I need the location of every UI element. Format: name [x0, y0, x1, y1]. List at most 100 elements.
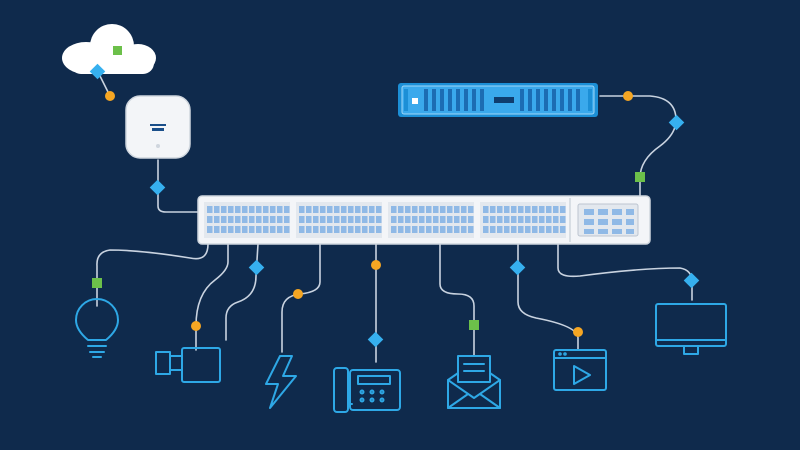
- switch-port: [468, 206, 474, 213]
- switch-port: [214, 206, 220, 213]
- switch-port: [221, 216, 227, 223]
- switch-port: [461, 216, 467, 223]
- switch-port: [532, 206, 538, 213]
- switch-port: [398, 226, 404, 233]
- switch-port: [320, 226, 326, 233]
- light-bulb-icon: [75, 298, 119, 358]
- switch-port: [483, 206, 489, 213]
- switch-port: [249, 216, 255, 223]
- switch-port: [306, 206, 312, 213]
- orange-dot-marker: [105, 91, 115, 101]
- switch-port: [546, 216, 552, 223]
- switch-port: [560, 206, 566, 213]
- switch-port: [334, 226, 340, 233]
- switch-port: [284, 206, 290, 213]
- switch-port: [483, 216, 489, 223]
- switch-port: [355, 216, 361, 223]
- switch-port: [369, 216, 375, 223]
- switch-port: [391, 216, 397, 223]
- switch-port: [525, 226, 531, 233]
- link-ap-switch: [157, 159, 201, 213]
- switch-port: [207, 206, 213, 213]
- monitor-icon: [655, 303, 727, 355]
- switch-port: [221, 206, 227, 213]
- cloud-diamond-marker: [89, 63, 106, 80]
- switch-port: [461, 226, 467, 233]
- switch-port: [242, 226, 248, 233]
- switch-port: [341, 206, 347, 213]
- switch-port: [327, 216, 333, 223]
- switch-port: [511, 216, 517, 223]
- blue-diamond-marker: [149, 179, 166, 196]
- switch-port: [539, 226, 545, 233]
- orange-dot-marker: [293, 289, 303, 299]
- switch-port: [376, 226, 382, 233]
- switch-port: [433, 226, 439, 233]
- video-player-icon: [553, 349, 607, 391]
- switch-port: [440, 226, 446, 233]
- switch-port: [553, 206, 559, 213]
- desk-phone-icon: [333, 367, 401, 413]
- switch-ports: [204, 202, 566, 238]
- switch-port: [405, 206, 411, 213]
- switch-port: [270, 216, 276, 223]
- rack-server: [398, 83, 598, 117]
- wireless-access-point: [125, 95, 191, 159]
- switch-port: [433, 216, 439, 223]
- switch-port: [327, 206, 333, 213]
- switch-port: [447, 216, 453, 223]
- switch-port: [306, 226, 312, 233]
- switch-port: [256, 216, 262, 223]
- switch-port: [249, 226, 255, 233]
- switch-port: [334, 216, 340, 223]
- switch-port: [313, 226, 319, 233]
- link-bolt: [225, 243, 259, 341]
- switch-port: [376, 206, 382, 213]
- switch-port: [504, 216, 510, 223]
- switch-port: [256, 226, 262, 233]
- switch-port: [405, 216, 411, 223]
- orange-dot-marker: [573, 327, 583, 337]
- switch-port: [228, 226, 234, 233]
- switch-port: [454, 226, 460, 233]
- switch-port: [426, 206, 432, 213]
- switch-port: [299, 206, 305, 213]
- switch-port: [426, 226, 432, 233]
- link-envelope: [439, 243, 475, 357]
- switch-port: [369, 226, 375, 233]
- switch-port: [419, 226, 425, 233]
- switch-port: [334, 206, 340, 213]
- switch-port: [263, 206, 269, 213]
- switch-port: [299, 226, 305, 233]
- orange-dot-marker: [623, 91, 633, 101]
- switch-port: [511, 226, 517, 233]
- switch-port: [207, 226, 213, 233]
- switch-port: [263, 226, 269, 233]
- switch-port: [341, 216, 347, 223]
- switch-port: [369, 206, 375, 213]
- link-monitor: [557, 243, 693, 301]
- switch-port: [454, 206, 460, 213]
- lightning-bolt-icon: [265, 355, 297, 409]
- switch-port: [426, 216, 432, 223]
- switch-port: [419, 206, 425, 213]
- switch-port: [362, 226, 368, 233]
- green-square-marker: [469, 320, 479, 330]
- switch-port: [306, 216, 312, 223]
- switch-port: [228, 216, 234, 223]
- switch-port: [440, 216, 446, 223]
- link-server-switch: [599, 95, 677, 197]
- switch-port: [348, 226, 354, 233]
- switch-port: [497, 206, 503, 213]
- switch-port: [440, 206, 446, 213]
- switch-port: [433, 206, 439, 213]
- switch-port: [525, 216, 531, 223]
- switch-port: [497, 216, 503, 223]
- network-switch: [197, 195, 651, 245]
- switch-port: [242, 206, 248, 213]
- switch-port: [221, 226, 227, 233]
- switch-port: [355, 226, 361, 233]
- link-camera: [195, 243, 229, 351]
- switch-port: [560, 216, 566, 223]
- switch-port: [313, 216, 319, 223]
